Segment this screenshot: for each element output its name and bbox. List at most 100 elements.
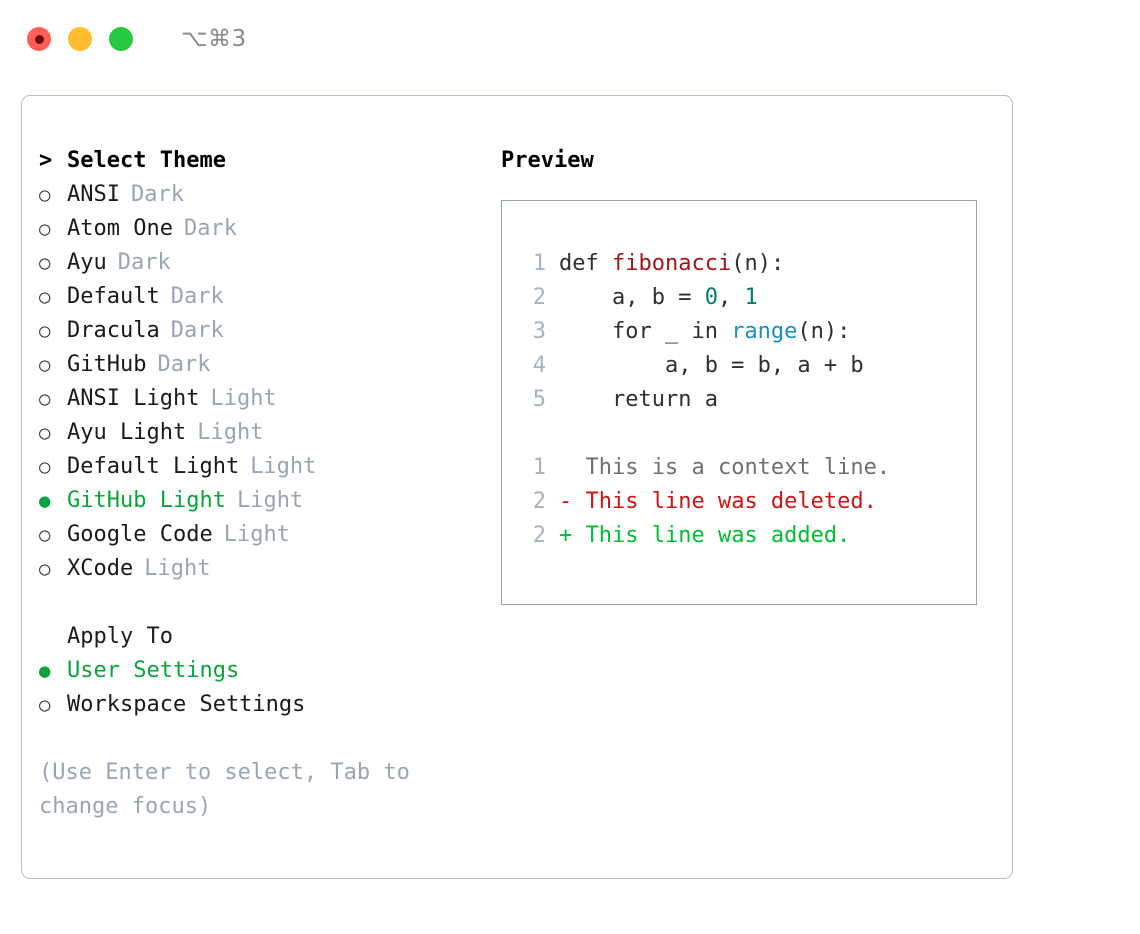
code-token: 0: [704, 285, 718, 310]
code-token: a, b = b, a + b: [559, 353, 864, 378]
apply-option-workspace-settings[interactable]: ○ Workspace Settings: [39, 688, 489, 722]
diff-block: 1 This is a context line.2- This line wa…: [502, 451, 976, 553]
theme-option-github-light[interactable]: ● GitHub Light Light: [39, 484, 489, 518]
diff-line-number: 1: [532, 455, 546, 480]
theme-option-name: ANSI Light: [67, 386, 200, 411]
theme-option-name: Ayu Light: [67, 420, 187, 445]
hint-text: (Use Enter to select, Tab to change focu…: [39, 760, 424, 819]
radio-unselected-icon[interactable]: ○: [39, 388, 51, 410]
radio-selected-icon[interactable]: ●: [39, 490, 51, 512]
code-line-number: 4: [532, 353, 546, 378]
theme-option-tag: Light: [250, 454, 317, 479]
code-line: 1 def fibonacci(n):: [502, 247, 976, 281]
theme-option-name: Ayu: [67, 250, 107, 275]
radio-unselected-icon[interactable]: ○: [39, 218, 51, 240]
radio-unselected-icon[interactable]: ○: [39, 694, 51, 716]
code-token: (n):: [797, 319, 851, 344]
radio-unselected-icon[interactable]: ○: [39, 320, 51, 342]
theme-option-tag: Dark: [157, 352, 211, 377]
theme-option-name: Google Code: [67, 522, 213, 547]
radio-selected-icon[interactable]: ●: [39, 660, 51, 682]
diff-line-number: 2: [532, 523, 546, 548]
theme-option-tag: Light: [236, 488, 304, 513]
apply-to-list[interactable]: ●User Settings ○ Workspace Settings: [39, 654, 489, 722]
caret-icon: >: [39, 148, 53, 173]
radio-unselected-icon[interactable]: ○: [39, 354, 51, 376]
radio-unselected-icon[interactable]: ○: [39, 422, 51, 444]
diff-gap: [572, 451, 585, 485]
apply-option-name: Workspace Settings: [67, 692, 306, 717]
apply-to-block: Apply To ●User Settings ○ Workspace Settin…: [39, 620, 489, 722]
theme-option-name: Dracula: [67, 318, 160, 343]
theme-option-ayu[interactable]: ○ Ayu Dark: [39, 246, 489, 280]
radio-unselected-icon[interactable]: ○: [39, 524, 51, 546]
theme-option-atom-one[interactable]: ○ Atom One Dark: [39, 212, 489, 246]
diff-sign: [559, 451, 572, 485]
code-token: return a: [559, 387, 718, 412]
code-line: 2 a, b = 0, 1: [502, 281, 976, 315]
select-theme-heading: > Select Theme: [39, 144, 489, 178]
theme-option-default-light[interactable]: ○ Default Light Light: [39, 450, 489, 484]
title-bar: ⌥⌘3: [0, 0, 1140, 78]
theme-option-tag: Light: [210, 386, 277, 411]
maximize-button-icon[interactable]: [109, 27, 133, 51]
code-line-number: 5: [532, 387, 546, 412]
apply-option-user-settings[interactable]: ●User Settings: [39, 654, 489, 688]
apply-to-heading: Apply To: [39, 620, 489, 654]
code-diff-spacer: [502, 417, 976, 451]
code-token: (n):: [731, 251, 785, 276]
code-line: 4 a, b = b, a + b: [502, 349, 976, 383]
diff-line-text: This line was deleted.: [585, 489, 877, 514]
code-token: ,: [717, 285, 745, 310]
select-theme-heading-label: Select Theme: [67, 148, 226, 173]
radio-unselected-icon[interactable]: ○: [39, 558, 51, 580]
close-button-icon[interactable]: [27, 27, 51, 51]
theme-option-default[interactable]: ○ Default Dark: [39, 280, 489, 314]
theme-option-ansi-light[interactable]: ○ ANSI Light Light: [39, 382, 489, 416]
diff-gap: [572, 519, 585, 553]
theme-option-tag: Dark: [183, 216, 237, 241]
theme-option-xcode[interactable]: ○ XCode Light: [39, 552, 489, 586]
traffic-lights: [27, 27, 133, 51]
diff-line-text: This is a context line.: [585, 455, 891, 480]
diff-line-ctx: 1 This is a context line.: [502, 451, 976, 485]
code-line: 5 return a: [502, 383, 976, 417]
apply-to-marker-spacer: [39, 620, 67, 654]
apply-to-heading-label: Apply To: [67, 624, 173, 649]
radio-unselected-icon[interactable]: ○: [39, 286, 51, 308]
theme-option-name: GitHub Light: [67, 488, 226, 513]
theme-option-tag: Light: [144, 556, 211, 581]
theme-option-tag: Dark: [117, 250, 171, 275]
theme-option-tag: Dark: [170, 284, 224, 309]
diff-sign: -: [559, 489, 573, 514]
diff-sign: +: [559, 523, 573, 548]
radio-unselected-icon[interactable]: ○: [39, 184, 51, 206]
code-token: def: [559, 251, 612, 276]
diff-line-text: This line was added.: [585, 523, 851, 548]
theme-option-name: Default: [67, 284, 160, 309]
radio-unselected-icon[interactable]: ○: [39, 252, 51, 274]
radio-unselected-icon[interactable]: ○: [39, 456, 51, 478]
theme-option-name: Default Light: [67, 454, 240, 479]
theme-option-name: Atom One: [67, 216, 173, 241]
theme-option-name: XCode: [67, 556, 134, 581]
code-line-number: 1: [532, 251, 546, 276]
code-token: 1: [744, 285, 758, 310]
minimize-button-icon[interactable]: [68, 27, 92, 51]
code-line-number: 3: [532, 319, 546, 344]
preview-heading: Preview: [501, 148, 594, 173]
window-shortcut-label: ⌥⌘3: [181, 26, 247, 52]
code-token: fibonacci: [611, 251, 732, 276]
diff-line-del: 2- This line was deleted.: [502, 485, 976, 519]
